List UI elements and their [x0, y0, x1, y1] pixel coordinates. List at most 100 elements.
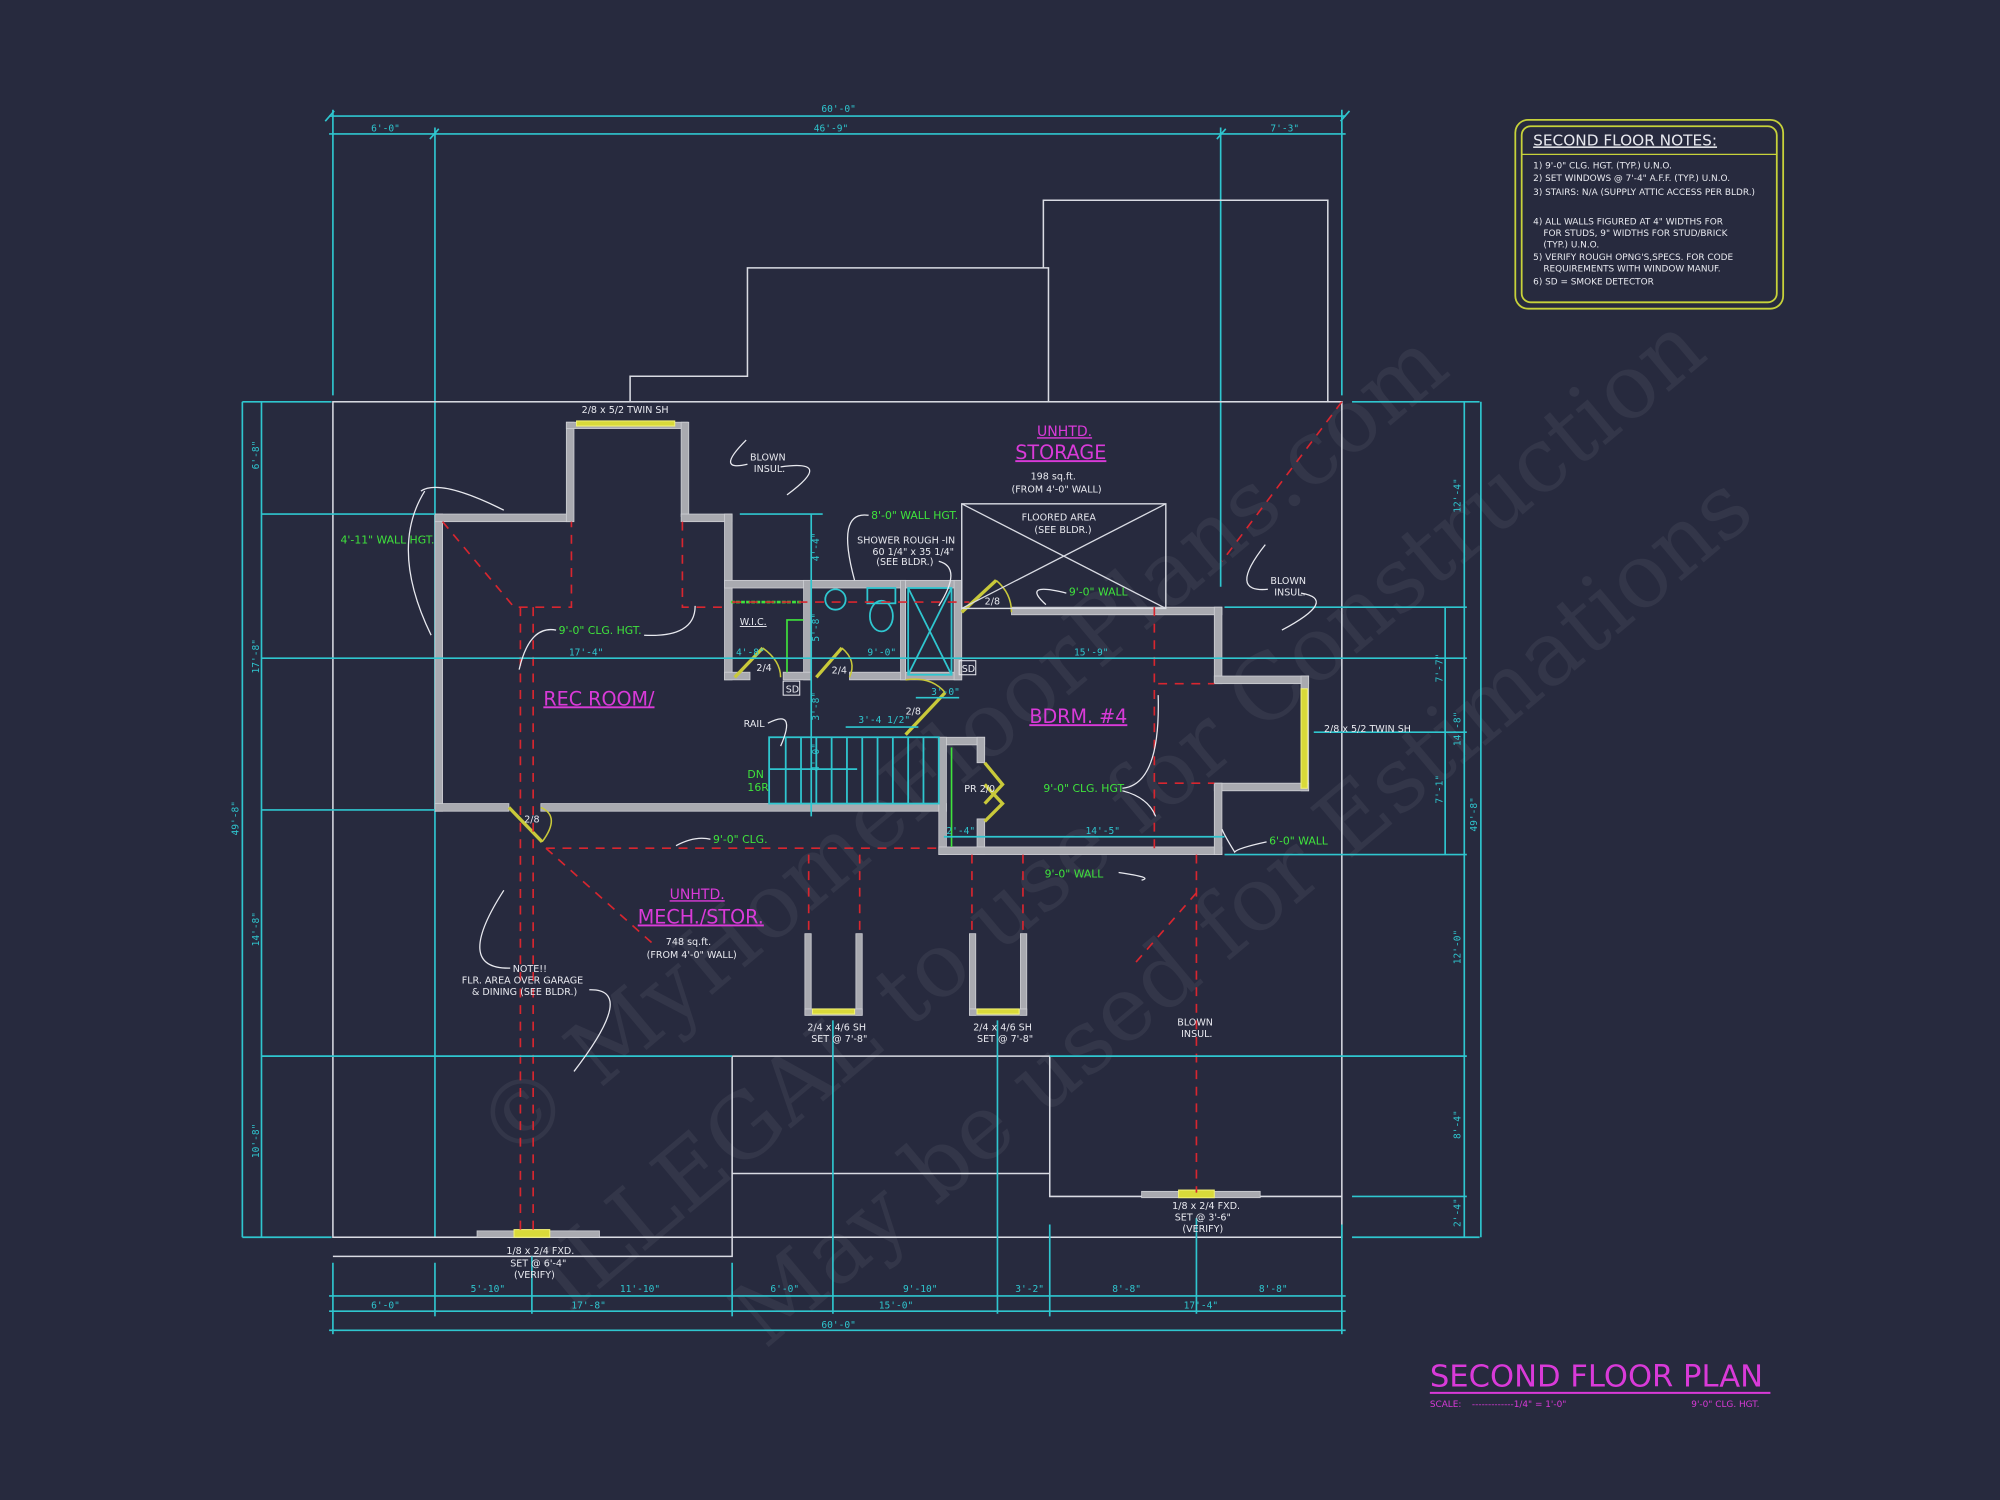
dim-right-sub-1: 7'-7" — [1435, 654, 1446, 683]
dim-pantry: 2'-4" — [946, 826, 975, 837]
wall-9-bottom-note: 9'-0" WALL — [1045, 868, 1104, 881]
dim-right-seg-3: 12'-0" — [1452, 930, 1463, 964]
dim-bdrm-bottom: 14'-5" — [1085, 826, 1119, 837]
window-top-label: 2/8 x 5/2 TWIN SH — [582, 405, 669, 416]
door-2-8-hall: 2/8 — [906, 706, 921, 717]
note-line-8: REQUIREMENTS WITH WINDOW MANUF. — [1543, 265, 1720, 275]
dim-bottom-r1-7: 8'-8" — [1259, 1284, 1288, 1295]
bedroom-4-label: BDRM. #4 — [1029, 705, 1127, 728]
dim-bath: 9'-0" — [867, 648, 896, 659]
second-floor-notes-box: SECOND FLOOR NOTES: 1) 9'-0" CLG. HGT. (… — [1514, 119, 1785, 310]
dim-bottom-r2-1: 6'-0" — [371, 1301, 400, 1312]
window-fxd-left — [513, 1229, 551, 1238]
dim-right-seg-4: 8'-4" — [1452, 1110, 1463, 1139]
dim-right-seg-1: 12'-4" — [1452, 478, 1463, 513]
dim-hall-depth: 3'-8" — [811, 692, 822, 721]
shower-note-2: 60 1/4" x 35 1/4" — [872, 547, 954, 558]
wall-hgt-8-note: 8'-0" WALL HGT. — [871, 509, 958, 522]
hidden-lines — [441, 401, 1343, 1238]
dim-top-overall: 60'-0" — [821, 104, 855, 115]
blown-insul-3b: INSUL. — [1181, 1029, 1212, 1040]
dim-bdrm-top: 15'-9" — [1074, 648, 1109, 659]
dim-bottom-r1-3: 6'-0" — [770, 1284, 799, 1295]
toilet-icon — [869, 599, 894, 633]
window-fxd-left-3: (VERIFY) — [514, 1270, 555, 1281]
dim-bottom-r2-4: 17'-4" — [1184, 1301, 1219, 1312]
dim-right-seg-2: 14'-8" — [1452, 712, 1463, 746]
dim-hall-door: 3'-0" — [931, 687, 960, 698]
dim-stair-landing: 3'-4 1/2" — [858, 715, 910, 726]
dim-right-seg-5: 2'-4" — [1452, 1198, 1463, 1227]
dim-bottom-r1-5: 3'-2" — [1015, 1284, 1044, 1295]
rail-label: RAIL — [744, 719, 766, 730]
mech-clg-note: 9'-0" CLG. — [713, 833, 768, 846]
window-fxd-right-3: (VERIFY) — [1182, 1224, 1223, 1235]
svg-text:SD: SD — [786, 685, 799, 696]
dim-bottom-r1-4: 9'-10" — [903, 1284, 938, 1295]
note-line-9: 6) SD = SMOKE DETECTOR — [1533, 277, 1654, 287]
left-dimensions: 49'-8" 6'-8" 17'-8" 14'-8" 10'-8" — [231, 401, 263, 1238]
window-mech-1-label-2: SET @ 7'-8" — [811, 1034, 867, 1045]
mech-note: (FROM 4'-0" WALL) — [647, 950, 737, 961]
window-mech-2-label-1: 2/4 x 4/6 SH — [973, 1023, 1032, 1034]
stairs-risers: 16R — [747, 781, 769, 794]
mech-label-2: MECH./STOR. — [638, 905, 764, 928]
wall-hgt-4-11-note: 4'-11" WALL HGT. — [341, 533, 435, 546]
note-line-7: 5) VERIFY ROUGH OPNG'S,SPECS. FOR CODE — [1533, 253, 1733, 263]
dim-right-sub-2: 7'-1" — [1435, 775, 1446, 804]
room-labels: UNHTD. STORAGE 198 sq.ft. (FROM 4'-0" WA… — [543, 424, 1127, 961]
watermark-line-3: May be used for Estimations — [712, 454, 1772, 1367]
watermark-line-1: © MyHomeFloorPlans.com — [457, 311, 1467, 1182]
door-2-4-wic: 2/4 — [756, 663, 771, 674]
blown-insul-3a: BLOWN — [1177, 1018, 1213, 1029]
dim-bottom-overall: 60'-0" — [821, 1320, 855, 1331]
garage-note-1: NOTE!! — [513, 964, 547, 975]
window-right-label: 2/8 x 5/2 TWIN SH — [1324, 724, 1411, 735]
note-line-1: 1) 9'-0" CLG. HGT. (TYP.) U.N.O. — [1533, 161, 1672, 171]
wall-6-note: 6'-0" WALL — [1269, 834, 1328, 847]
window-fxd-left-2: SET @ 6'-4" — [510, 1259, 566, 1270]
dim-bottom-r2-3: 15'-0" — [879, 1301, 913, 1312]
fixtures — [730, 503, 1167, 847]
window-mech-1-label-1: 2/4 x 4/6 SH — [807, 1023, 866, 1034]
window-fxd-right-1: 1/8 x 2/4 FXD. — [1172, 1201, 1240, 1212]
stairs-dn: DN — [747, 768, 763, 781]
note-line-2: 2) SET WINDOWS @ 7'-4" A.F.F. (TYP.) U.N… — [1533, 174, 1730, 184]
window-fxd-left-1: 1/8 x 2/4 FXD. — [506, 1246, 574, 1257]
door-2-8-bdrm: 2/8 — [985, 597, 1000, 608]
dim-right-overall: 49'-8" — [1469, 797, 1480, 831]
mech-area: 748 sq.ft. — [666, 937, 711, 948]
wic-label: W.I.C. — [740, 617, 767, 628]
dim-bottom-r2-2: 17'-8" — [571, 1301, 606, 1312]
smoke-detector-icon: SD — [958, 660, 977, 676]
pantry-label: PR 2/0 — [964, 784, 995, 795]
note-line-6: (TYP.) U.N.O. — [1543, 240, 1599, 250]
dim-left-seg-1: 6'-8" — [251, 441, 262, 470]
shower-note-1: SHOWER ROUGH -IN — [857, 535, 955, 546]
sheet-ceiling-height: 9'-0" CLG. HGT. — [1691, 1400, 1759, 1410]
storage-area: 198 sq.ft. — [1031, 472, 1076, 483]
note-line-5: FOR STUDS, 9" WIDTHS FOR STUD/BRICK — [1543, 229, 1728, 239]
dim-bottom-r1-6: 8'-8" — [1112, 1284, 1141, 1295]
floored-area-box — [961, 503, 1167, 610]
dim-bath-depth: 5'-8" — [811, 613, 822, 642]
smoke-detector-icon: SD — [782, 680, 801, 696]
storage-label-1: UNHTD. — [1037, 424, 1092, 440]
door-2-8-rec: 2/8 — [524, 815, 539, 826]
window-mech-2 — [976, 1008, 1020, 1015]
title-block: SECOND FLOOR PLAN SCALE: -------------1/… — [1430, 1359, 1771, 1410]
notes-title: SECOND FLOOR NOTES: — [1533, 131, 1717, 149]
dim-left-overall: 49'-8" — [231, 801, 242, 835]
dim-wic: 4'-8" — [736, 648, 765, 659]
watermark-line-2: ILLEGAL to use for Construction — [516, 294, 1724, 1331]
dim-upper-hall: 4'-4" — [811, 532, 822, 561]
rec-clg-note: 9'-0" CLG. HGT. — [559, 624, 642, 637]
dim-bottom-r1-2: 11'-10" — [620, 1284, 660, 1295]
floored-area-2: (SEE BLDR.) — [1034, 525, 1091, 536]
storage-label-2: STORAGE — [1015, 441, 1106, 464]
annotations: 2/8 x 5/2 TWIN SH 2/8 x 5/2 TWIN SH BLOW… — [341, 405, 1411, 1281]
blown-insul-1a: BLOWN — [750, 452, 786, 463]
dim-top-seg-2: 46'-9" — [814, 123, 848, 134]
svg-text:SD: SD — [962, 664, 975, 675]
